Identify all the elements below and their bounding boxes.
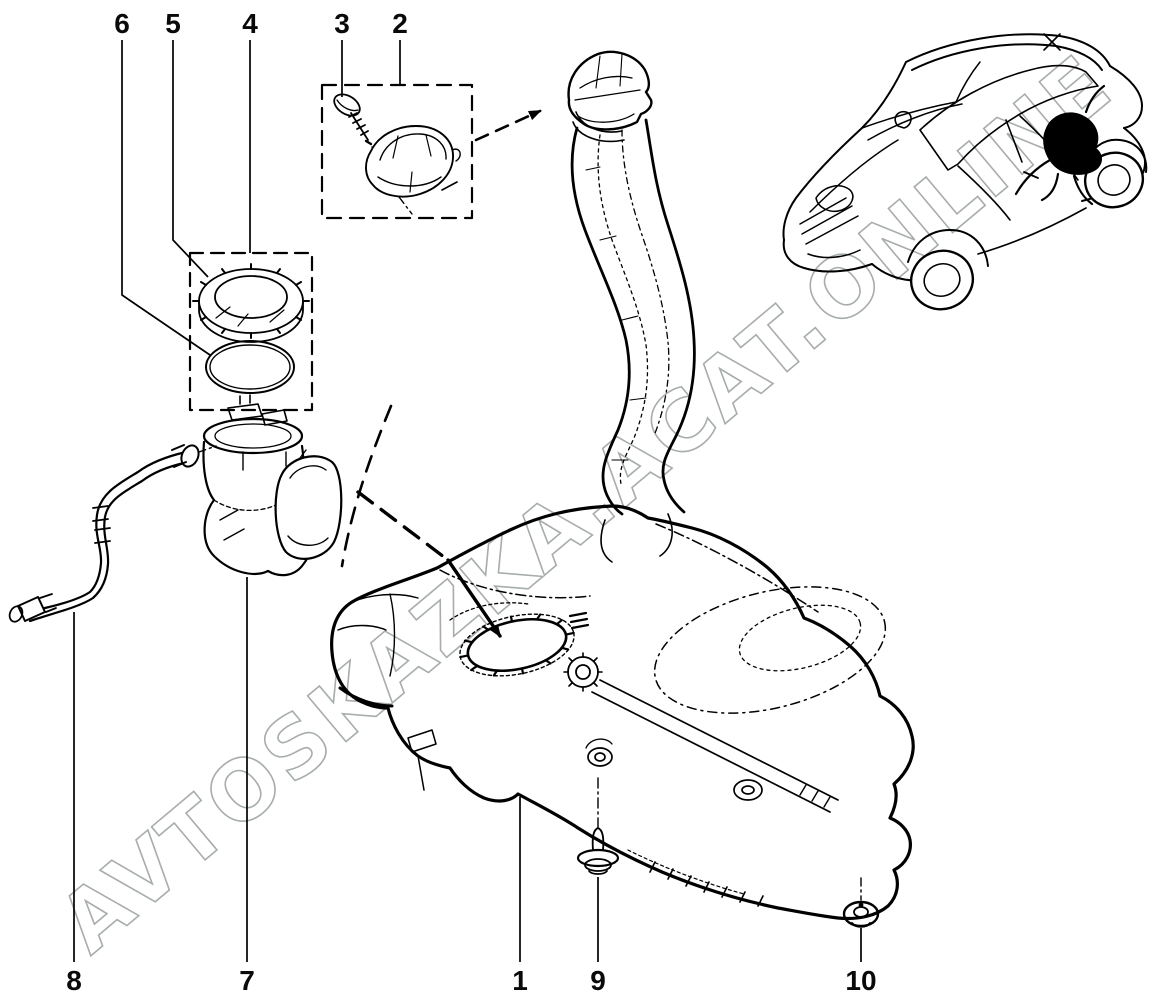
pointer-to-filler-neck <box>474 109 542 142</box>
callout-number-8: 8 <box>66 965 82 996</box>
detail-box-4-outline <box>188 251 314 412</box>
fuel-system-highlight <box>1014 84 1106 206</box>
callout-labels: 6 5 4 3 2 8 7 1 9 10 <box>66 8 876 996</box>
leader-line-5 <box>172 40 209 278</box>
callout-number-7: 7 <box>239 965 255 996</box>
sender-cap <box>563 652 603 692</box>
filler-neck-head <box>567 50 653 131</box>
detail-box-lock-ring <box>188 251 314 412</box>
lock-ring <box>192 263 310 343</box>
front-wheel <box>909 249 975 311</box>
detail-box-filler-cap <box>320 83 542 220</box>
rear-wheel <box>1083 151 1145 209</box>
callout-number-9: 9 <box>590 965 606 996</box>
insertion-arrow <box>356 490 502 638</box>
tank-strap <box>591 679 839 813</box>
tank-screw <box>576 777 620 875</box>
fuel-tank-outline <box>330 504 915 921</box>
filler-flap-housing <box>365 125 461 215</box>
mount-hole <box>585 738 613 767</box>
callout-leaders <box>73 40 862 962</box>
mount-hole-right <box>733 779 763 801</box>
callout-number-1: 1 <box>512 965 528 996</box>
detail-box-2-outline <box>320 83 474 220</box>
callout-number-2: 2 <box>392 8 408 39</box>
molding-mark <box>568 611 590 630</box>
fuel-tank <box>330 504 915 921</box>
fuel-supply-hose <box>8 444 217 623</box>
watermark: AVTOSKAZKA.ACAT.ONLINE <box>42 36 1132 973</box>
callout-number-6: 6 <box>114 8 130 39</box>
callout-number-5: 5 <box>165 8 181 39</box>
callout-number-4: 4 <box>242 8 258 39</box>
pump-opening <box>459 613 575 677</box>
heat-shield-ribs <box>649 861 764 907</box>
filler-pipe <box>567 50 696 516</box>
callout-number-10: 10 <box>845 965 876 996</box>
detail-arc <box>340 404 393 568</box>
seal-o-ring <box>205 340 295 394</box>
leader-line-6 <box>121 40 211 356</box>
callout-number-3: 3 <box>334 8 350 39</box>
watermark-text: AVTOSKAZKA.ACAT.ONLINE <box>42 36 1131 971</box>
fuel-pump-module <box>202 394 343 577</box>
grommet <box>842 877 880 928</box>
car-illustration <box>782 33 1148 311</box>
